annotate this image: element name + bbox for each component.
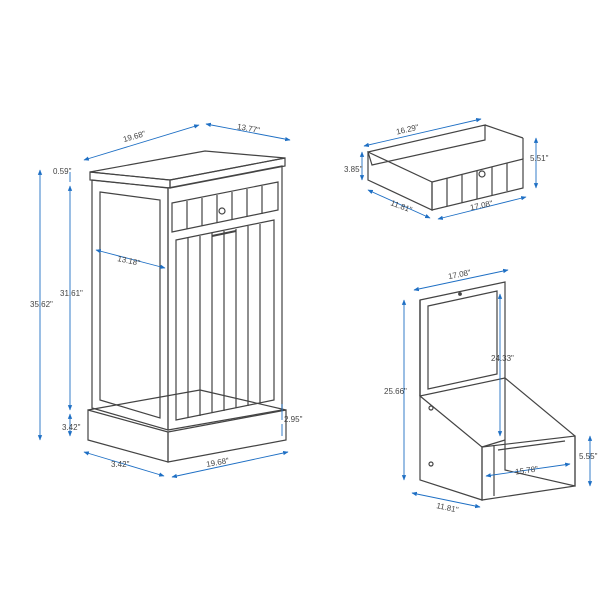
cabinet-tilt-door — [175, 219, 275, 421]
cabinet-top-thickness-label: 0.59" — [53, 167, 72, 176]
bin-drawing — [419, 281, 576, 501]
cabinet-drawer-slats — [186, 186, 263, 229]
cabinet-inner-width-label: 13.18" — [117, 254, 141, 268]
cabinet-total-height-label: 35.62" — [30, 300, 53, 309]
cabinet-top-depth-label: 13.77" — [236, 122, 260, 135]
drawer-front-width-label: 17.08" — [469, 199, 493, 213]
cabinet-dimensions — [37, 122, 291, 479]
bin-frame-width-label: 17.08" — [447, 268, 471, 281]
cabinet-top — [89, 150, 286, 181]
bin-front-box — [481, 435, 576, 501]
bin-dimension-labels: 17.08" 25.66" 24.33" 5.55" 15.78" 11.81" — [384, 268, 598, 515]
cabinet-drawing — [87, 150, 287, 463]
drawer-knob — [478, 170, 486, 178]
cabinet-body-height-label: 31.61" — [60, 289, 83, 298]
cabinet-side-panel — [91, 179, 169, 431]
cabinet-door-beadboard — [187, 224, 261, 418]
cabinet-drawer-knob — [218, 207, 226, 215]
cabinet-top-edge — [89, 171, 171, 189]
bin-box-height-label: 5.55" — [579, 452, 598, 461]
cabinet-base-height-label: 3.42" — [62, 423, 81, 432]
cabinet-toe-height-label: 2.95" — [284, 415, 303, 424]
drawer-height-left-label: 3.85" — [344, 165, 363, 174]
cabinet-front-panel — [167, 165, 283, 431]
drawer-front — [431, 158, 524, 211]
drawer-depth-label: 11.81" — [389, 198, 413, 214]
cabinet-base-depth-label: 3.42" — [111, 460, 130, 469]
drawer-dimensions — [359, 117, 539, 220]
bin-dimensions — [401, 268, 593, 509]
cabinet-dimension-labels: 19.68" 13.77" 0.59" 35.62" 31.61" 3.42" … — [30, 122, 303, 469]
cabinet-drawer-front — [171, 181, 279, 233]
bin-depth-label: 11.81" — [436, 501, 460, 514]
bin-box-width-label: 15.78" — [515, 464, 539, 476]
drawer-drawing — [367, 124, 524, 211]
bin-side-panel — [419, 394, 483, 501]
bin-total-height-label: 25.66" — [384, 387, 407, 396]
cabinet-base-width-label: 19.68" — [206, 456, 230, 469]
cabinet-base-front — [167, 409, 287, 463]
drawer-back — [367, 124, 486, 166]
drawer-height-right-label: 5.51" — [530, 154, 549, 163]
bin-inner-height-label: 24.33" — [491, 354, 514, 363]
